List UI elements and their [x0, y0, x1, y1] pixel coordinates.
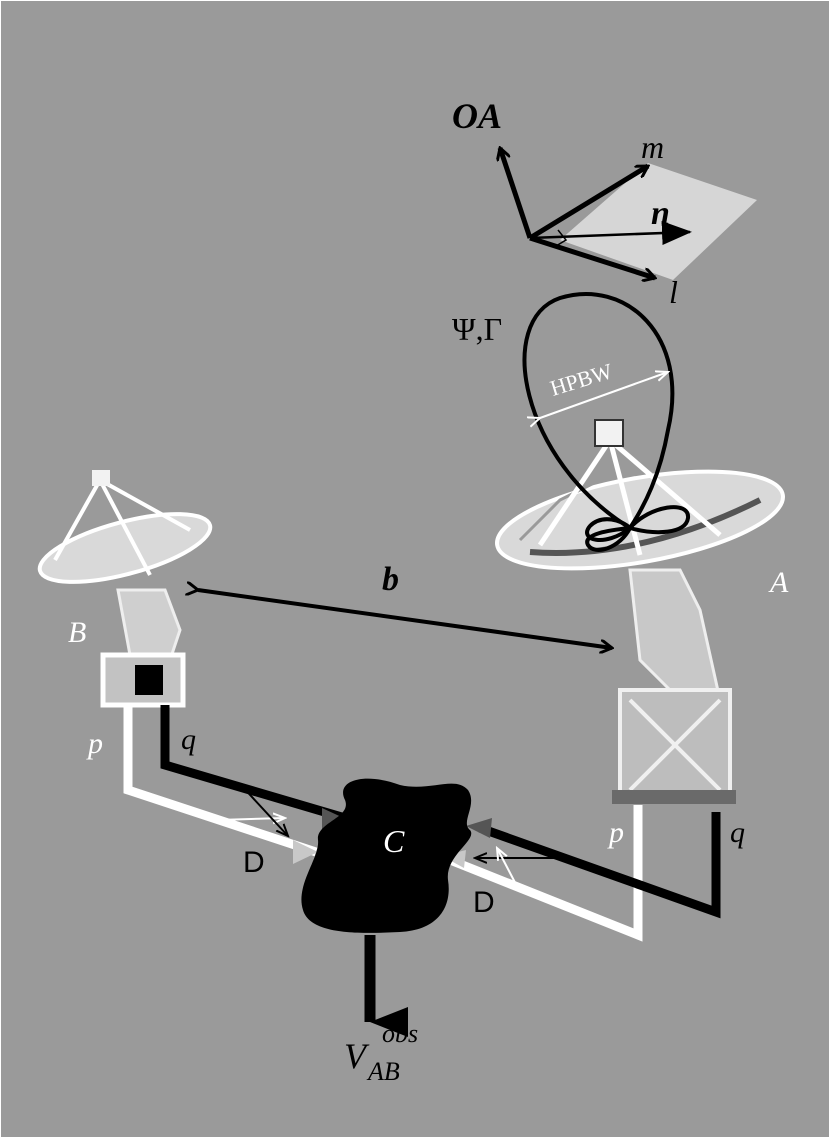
sky-coordinate-system: OA m n l — [452, 96, 757, 310]
antenna-a-signal-paths: p q D — [442, 805, 745, 942]
psi-gamma-label: Ψ,Γ — [452, 311, 502, 347]
beam-back-lobe — [585, 525, 634, 552]
baseline-label: b — [382, 561, 399, 598]
p-left-label: p — [86, 727, 103, 760]
hpbw-arrow — [540, 372, 668, 418]
m-axis — [528, 163, 648, 241]
visibility-symbol: V — [344, 1036, 370, 1076]
visibility-superscript: obs — [382, 1019, 418, 1048]
m-label: m — [641, 129, 664, 165]
l-axis — [529, 235, 655, 278]
baseline: b — [198, 561, 612, 648]
antenna-a — [495, 419, 785, 804]
baseline-arrow — [198, 590, 612, 648]
q-right-input-arrowhead — [466, 818, 492, 838]
visibility-subscript: AB — [366, 1057, 400, 1086]
antenna-b — [37, 470, 213, 708]
p-right-label: p — [607, 816, 624, 849]
oa-axis — [500, 148, 533, 239]
l-label: l — [669, 274, 678, 310]
d-left-arrow-black — [239, 783, 288, 836]
q-left-label: q — [181, 723, 196, 756]
d-left-arrow-white — [217, 818, 285, 820]
p-left-input-arrowhead — [293, 840, 318, 864]
path-a-q — [478, 812, 721, 919]
d-left-label: D — [243, 846, 265, 879]
antenna-a-label: A — [768, 566, 789, 599]
d-right-arrow-white — [497, 848, 521, 893]
right-angle-mark — [555, 229, 568, 247]
correlator-blob — [301, 778, 472, 933]
beam-side-lobe-left — [585, 517, 633, 542]
q-right-label: q — [730, 816, 745, 849]
n-label: n — [651, 195, 670, 232]
oa-label: OA — [452, 96, 502, 136]
path-b-q — [160, 705, 347, 823]
antenna-b-dish — [37, 512, 213, 584]
beam-side-lobe-right — [626, 505, 690, 535]
correlator: C — [301, 778, 472, 933]
sky-plane — [560, 163, 757, 280]
path-b-p — [123, 705, 318, 857]
correlator-label: C — [383, 823, 405, 859]
n-axis — [529, 221, 692, 246]
path-a-p — [448, 805, 643, 942]
antenna-b-label: B — [68, 616, 86, 649]
output-visibility: V AB obs — [344, 935, 418, 1086]
d-right-label: D — [473, 886, 495, 919]
